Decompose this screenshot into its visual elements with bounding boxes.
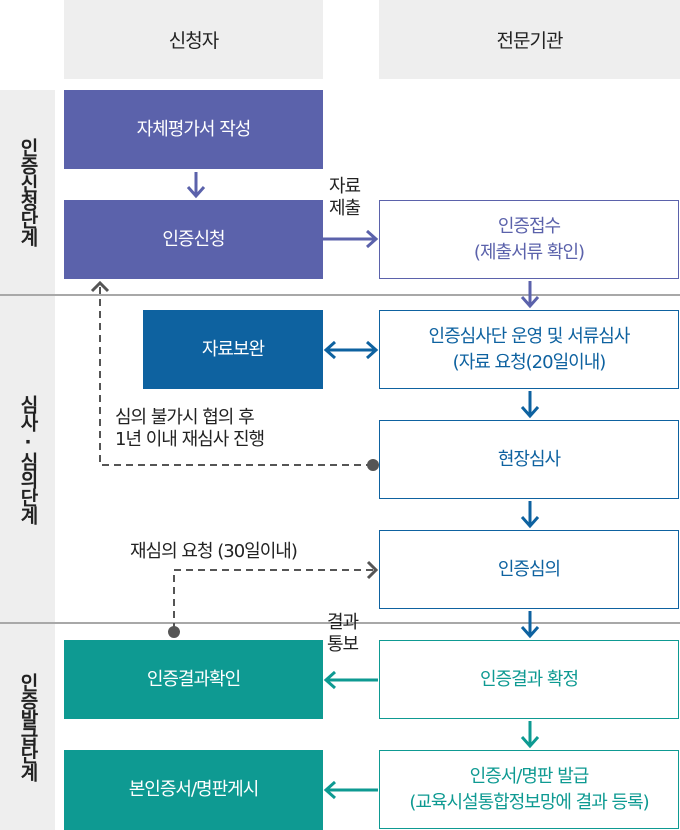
stage-application-label: 인증신청단계 (17, 138, 39, 246)
result-check-box: 인증결과확인 (64, 640, 323, 719)
arrow-left-icon (323, 780, 378, 800)
document-review-box: 인증심사단 운영 및 서류심사 (자료 요청(20일이내) (379, 310, 679, 389)
arrow-down-icon (520, 721, 540, 749)
rereview-note: 재심의 요청 (30일이내) (130, 541, 298, 562)
stage-application: 인증신청단계 (0, 90, 55, 294)
site-inspection-box: 현장심사 (379, 420, 679, 499)
result-confirm-box: 인증결과 확정 (379, 640, 679, 719)
connector-dot (168, 626, 180, 638)
certificate-display-box: 본인증서/명판게시 (64, 750, 323, 830)
connector-dot (367, 459, 379, 471)
notify-note: 결과 통보 (327, 612, 359, 655)
stage-review: 심사·심의단계 (0, 296, 55, 622)
stage-issuance: 인증발급단계 (0, 624, 55, 830)
application-box: 인증신청 (64, 200, 323, 279)
arrow-down-icon (520, 391, 540, 419)
self-assessment-box: 자체평가서 작성 (64, 90, 323, 169)
submit-note: 자료 제출 (329, 176, 361, 219)
stage-review-label: 심사·심의단계 (17, 394, 39, 524)
column-header-applicant: 신청자 (64, 0, 323, 79)
certificate-issue-box: 인증서/명판 발급 (교육시설통합정보망에 결과 등록) (379, 750, 679, 829)
arrow-down-icon (520, 501, 540, 529)
double-arrow-icon (323, 340, 379, 360)
column-header-agency: 전문기관 (379, 0, 680, 79)
stage-divider (0, 294, 680, 296)
supplement-box: 자료보완 (143, 310, 323, 389)
column-header-agency-label: 전문기관 (496, 30, 564, 52)
deliberation-box: 인증심의 (379, 530, 679, 609)
arrow-down-icon (186, 172, 206, 199)
arrow-right-icon (323, 229, 379, 249)
stage-issuance-label: 인증발급단계 (17, 673, 39, 781)
arrow-left-icon (323, 670, 378, 690)
column-header-applicant-label: 신청자 (168, 30, 219, 52)
reception-box: 인증접수 (제출서류 확인) (379, 200, 679, 279)
reexam-note: 심의 불가시 협의 후 1년 이내 재심사 진행 (115, 407, 265, 450)
